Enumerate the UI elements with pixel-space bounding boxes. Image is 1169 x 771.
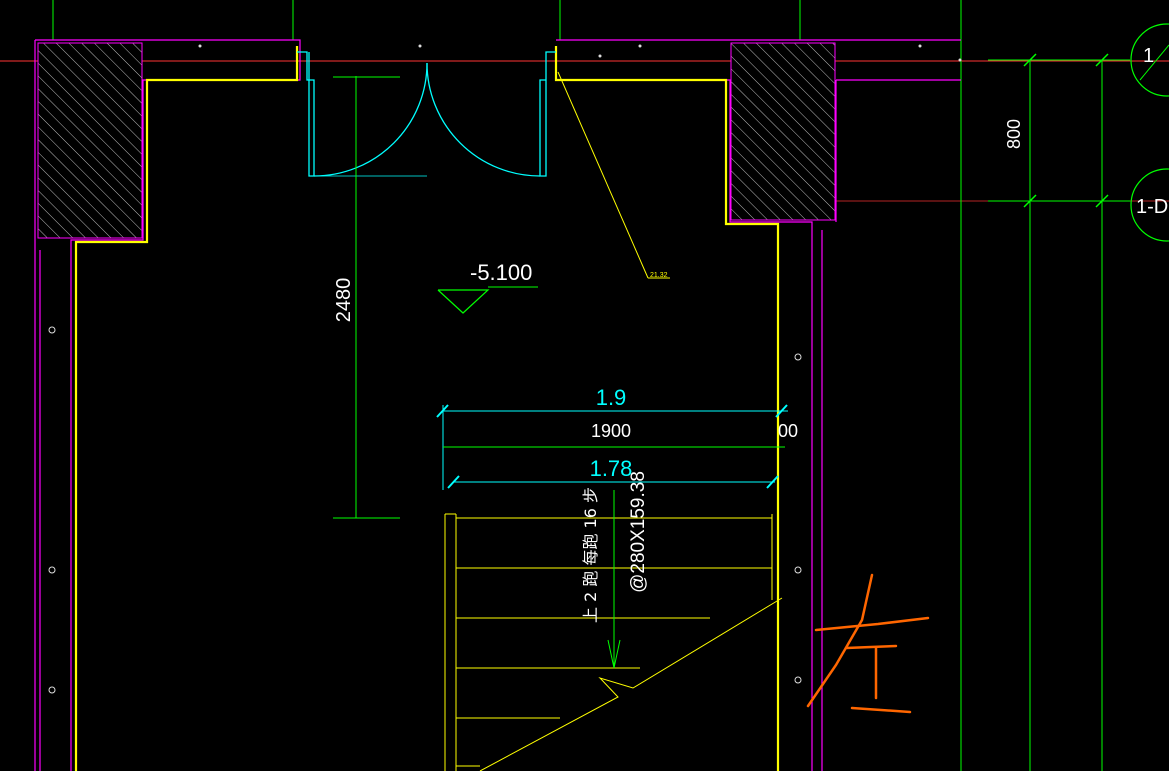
double-door[interactable]	[297, 51, 556, 177]
dim-text-1900: 1900	[591, 421, 631, 441]
wall-outline-left-outer	[35, 39, 301, 771]
dim-text-1-78: 1.78	[590, 456, 633, 481]
door-swing-right	[426, 62, 541, 177]
leader-line	[557, 71, 649, 279]
grid-bubble-2-label: 1-D	[1136, 196, 1168, 218]
stair-dimensions[interactable]: 1.9 1900 00 1.78	[436, 385, 798, 490]
finish-lines	[74, 46, 780, 771]
dim-text-2480: 2480	[333, 278, 355, 323]
dimension-800[interactable]: 800	[988, 53, 1130, 208]
dim-text-partial: 00	[778, 421, 798, 441]
handwritten-mark-text: 左	[0, 0, 1, 1]
grid-bubble-slash	[1139, 44, 1169, 81]
dimension-2480[interactable]: 2480	[333, 76, 400, 519]
dim-text-800: 800	[1004, 119, 1024, 149]
grid-bubble-1[interactable]	[1130, 23, 1169, 97]
grid-bubbles[interactable]: 1 1-D	[1130, 23, 1169, 242]
dim-tick	[1023, 194, 1037, 208]
stair-note-1: 上 2 跑 每跑 16 步	[581, 487, 600, 623]
dim-tick	[766, 475, 779, 489]
grid-bubble-2[interactable]	[1130, 168, 1169, 242]
level-triangle	[437, 289, 490, 314]
grid-bubble-1-label: 1	[1143, 45, 1154, 67]
finish-line-left	[74, 46, 299, 771]
finish-line-right	[554, 46, 780, 771]
handwritten-glyph	[806, 573, 930, 714]
column-hatch-right	[730, 42, 836, 221]
stair-arrow-head	[607, 639, 621, 669]
level-marker[interactable]: -5.100	[437, 260, 538, 314]
column-hatch-left	[37, 42, 143, 239]
concrete-fill	[48, 44, 962, 694]
stair-break-line	[479, 597, 783, 771]
dim-tick	[1095, 53, 1109, 67]
leader-tag-text: 21.32	[650, 272, 668, 279]
dim-tick	[775, 404, 788, 418]
stair-note-2: @280X159.38	[628, 471, 649, 593]
level-text: -5.100	[470, 260, 532, 285]
dim-tick	[1023, 53, 1037, 67]
dim-tick	[447, 475, 460, 489]
dim-text-1-9: 1.9	[596, 385, 627, 410]
handwritten-markup: 左	[0, 0, 930, 714]
leader-tag[interactable]: 21.32	[557, 71, 670, 279]
stair-annotation[interactable]: 上 2 跑 每跑 16 步 @280X159.38	[581, 471, 649, 669]
dim-tick	[1095, 194, 1109, 208]
door-frame-right	[539, 51, 556, 177]
door-swing-left	[313, 62, 428, 177]
